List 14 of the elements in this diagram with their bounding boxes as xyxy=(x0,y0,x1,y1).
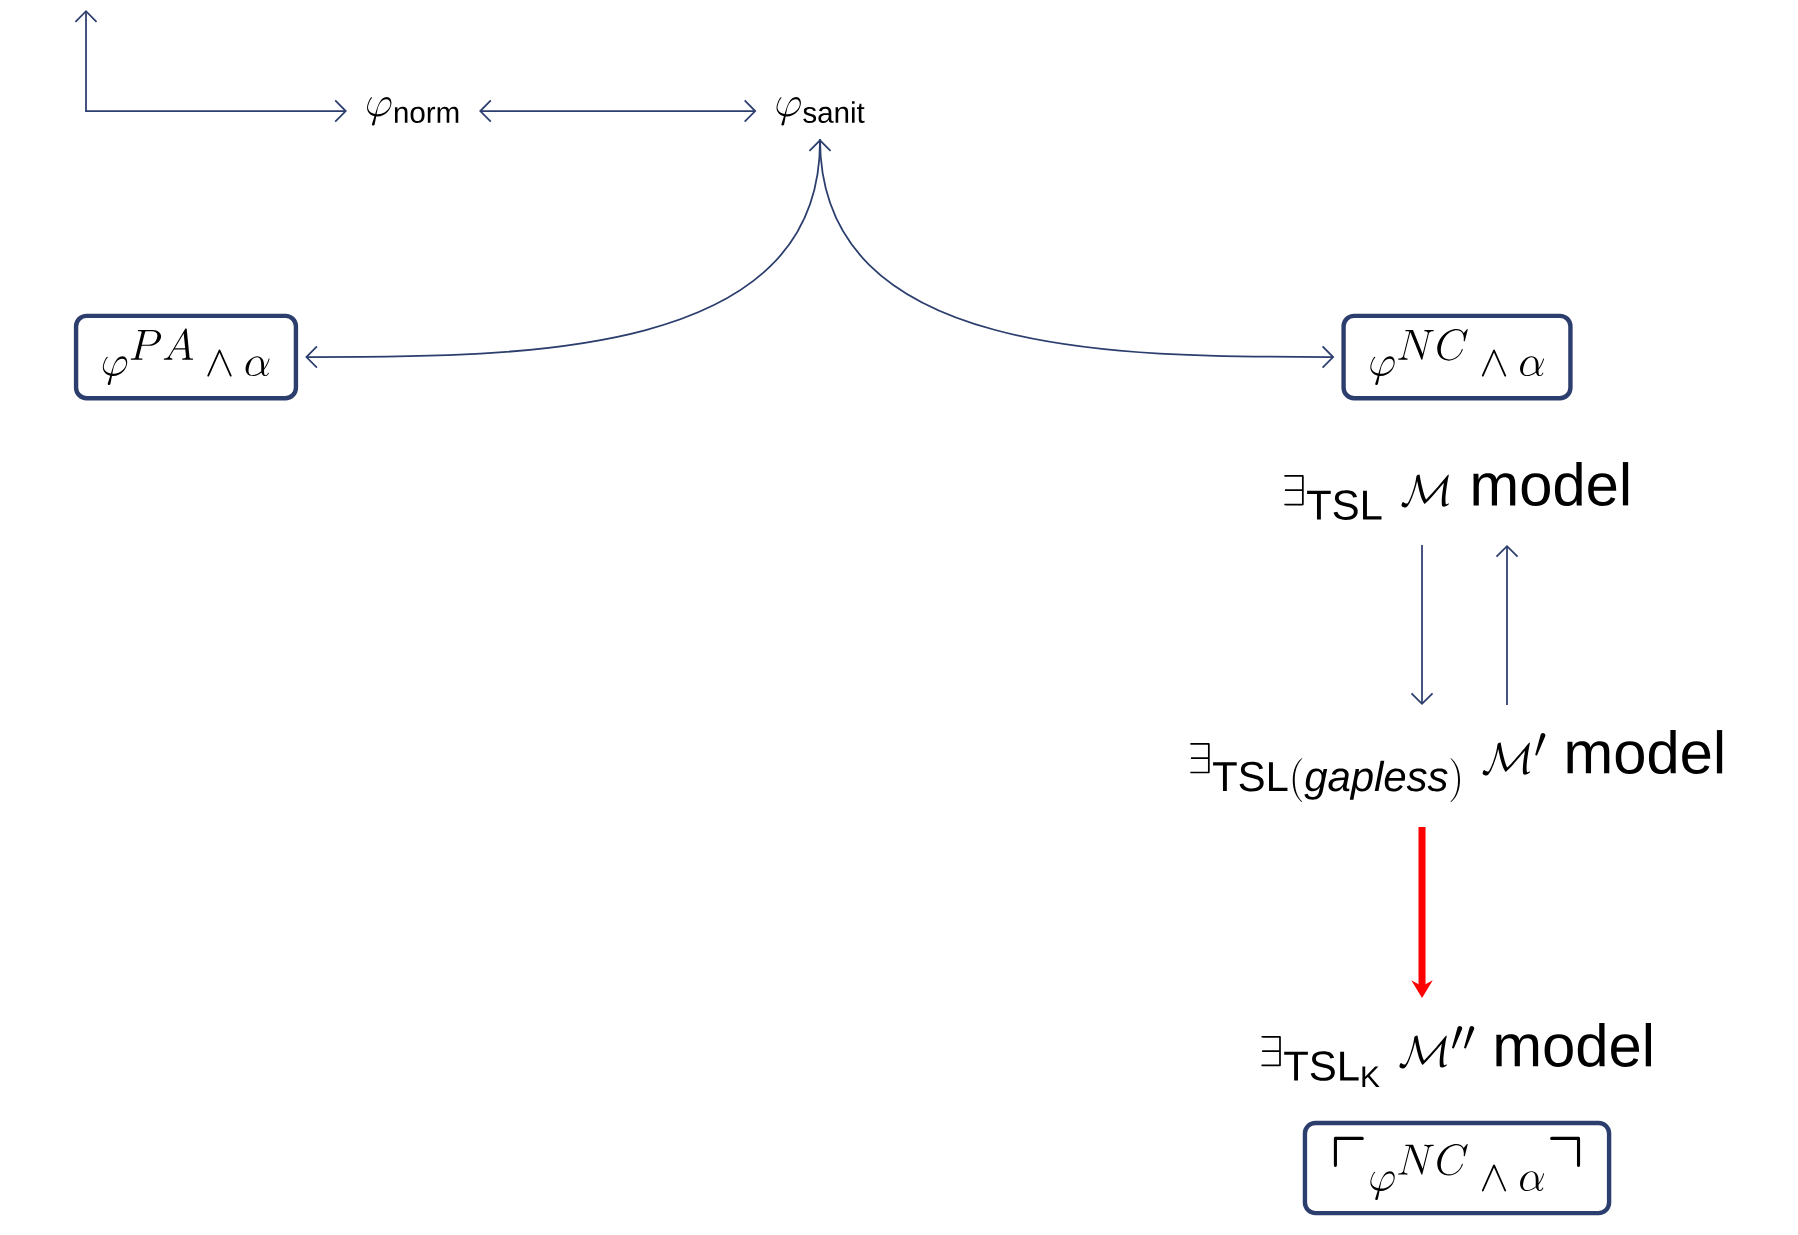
formula-label: $\varphi_{\mathsf{sanit}}$ xyxy=(776,96,865,126)
arrow xyxy=(305,139,832,369)
arrow xyxy=(1495,544,1519,706)
formula-box: $\ulcorner\varphi^{NC}\wedge\alpha\urcorner$ xyxy=(1302,1120,1612,1216)
formula-label: $\exists_{\mathsf{TSL}_{\mathsf{K}}}\ \mathcal{M}''\ \mathsf{model}$ xyxy=(1261,1023,1651,1087)
formula-label: $\exists_{\mathsf{TSL}(\mathit{gapless})}\ \mathcal{M}'\ \mathsf{model}$ xyxy=(1190,730,1723,802)
formula-label: $\varphi_{\mathsf{norm}}$ xyxy=(367,96,459,126)
arrow xyxy=(479,99,757,123)
formula-label: $\exists_{\mathsf{TSL}}\ \mathcal{M}\ \mathsf{model}$ xyxy=(1284,462,1629,520)
arrow xyxy=(819,138,1335,369)
arrow xyxy=(74,10,347,123)
formula-box: $\varphi^{NC}\wedge\alpha$ xyxy=(1341,313,1573,401)
formula-box: $\varphi^{PA}\wedge\alpha$ xyxy=(73,313,299,401)
arrow xyxy=(1410,544,1434,706)
